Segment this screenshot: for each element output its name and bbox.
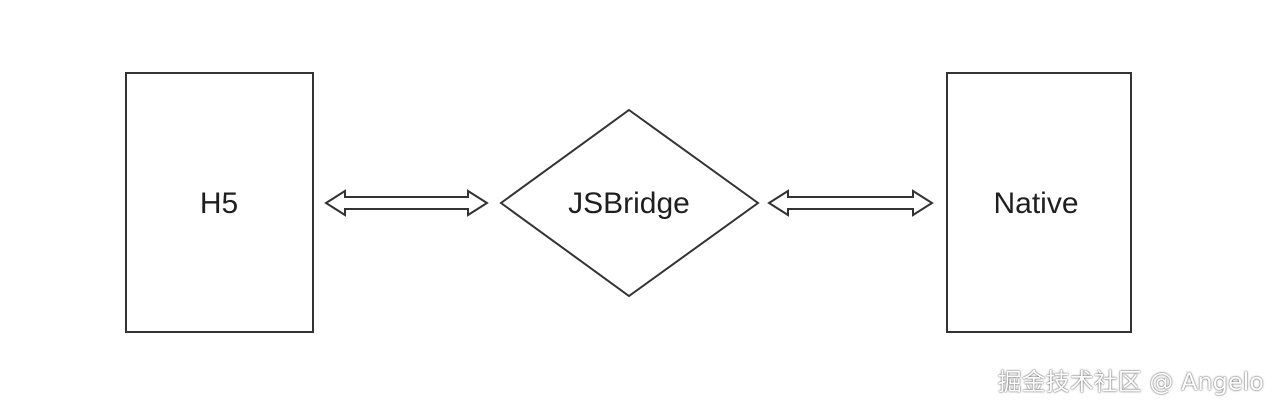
native-label: Native [993, 187, 1078, 220]
jsbridge-label: JSBridge [568, 187, 690, 220]
jsbridge-diamond [499, 108, 760, 298]
native-box [946, 72, 1132, 333]
double-arrow-jsbridge-native [767, 189, 934, 217]
watermark-text: 掘金技术社区 @ Angelo [997, 368, 1264, 396]
h5-label: H5 [200, 187, 238, 220]
double-arrow-h5-jsbridge [324, 189, 489, 217]
h5-box [125, 72, 314, 333]
